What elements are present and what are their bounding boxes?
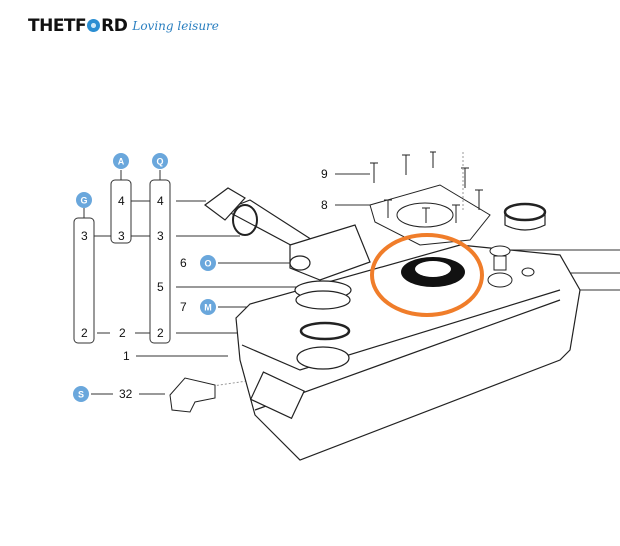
part-label-9: 9 — [321, 167, 328, 181]
kit-q-part-1: 4 — [157, 194, 164, 208]
valve-part — [487, 245, 535, 288]
badge-m[interactable]: M — [200, 299, 216, 315]
spout-cap — [203, 187, 246, 221]
svg-text:A: A — [118, 157, 125, 167]
part-label-6: 6 — [180, 256, 187, 270]
kit-q-part-2: 3 — [157, 229, 164, 243]
o-ring-2 — [299, 321, 351, 341]
badge-s[interactable]: S — [73, 386, 89, 402]
connector-part-32 — [169, 377, 216, 413]
highlight-circle — [370, 233, 484, 317]
brand-tagline: Loving leisure — [132, 19, 219, 33]
kit-q-part-3: 5 — [157, 280, 164, 294]
logo-o-icon — [87, 19, 101, 32]
badge-q[interactable]: Q — [152, 153, 168, 169]
svg-text:O: O — [204, 259, 211, 269]
part-label-32: 32 — [119, 387, 133, 401]
mounting-plate — [369, 151, 491, 246]
top-seal — [503, 202, 547, 222]
part-label-1: 1 — [123, 349, 130, 363]
kit-a-part-2: 3 — [118, 229, 125, 243]
part-label-2: 2 — [119, 326, 126, 340]
outlet-opening — [296, 346, 350, 370]
part-label-8: 8 — [321, 198, 328, 212]
svg-text:S: S — [78, 390, 84, 400]
svg-text:G: G — [80, 196, 87, 206]
latch — [249, 371, 305, 420]
kit-g-part-1: 3 — [81, 229, 88, 243]
kit-a-part-1: 4 — [118, 194, 125, 208]
screws — [370, 151, 483, 223]
badge-a[interactable]: A — [113, 153, 129, 169]
kit-q-part-4: 2 — [157, 326, 164, 340]
badge-g[interactable]: G — [76, 192, 92, 208]
svg-text:Q: Q — [156, 157, 163, 167]
svg-text:M: M — [204, 303, 212, 313]
part-label-7: 7 — [180, 300, 187, 314]
spout-assembly — [203, 187, 371, 310]
highlighted-seal — [370, 233, 484, 317]
badge-o[interactable]: O — [200, 255, 216, 271]
kit-g-part-2: 2 — [81, 326, 88, 340]
